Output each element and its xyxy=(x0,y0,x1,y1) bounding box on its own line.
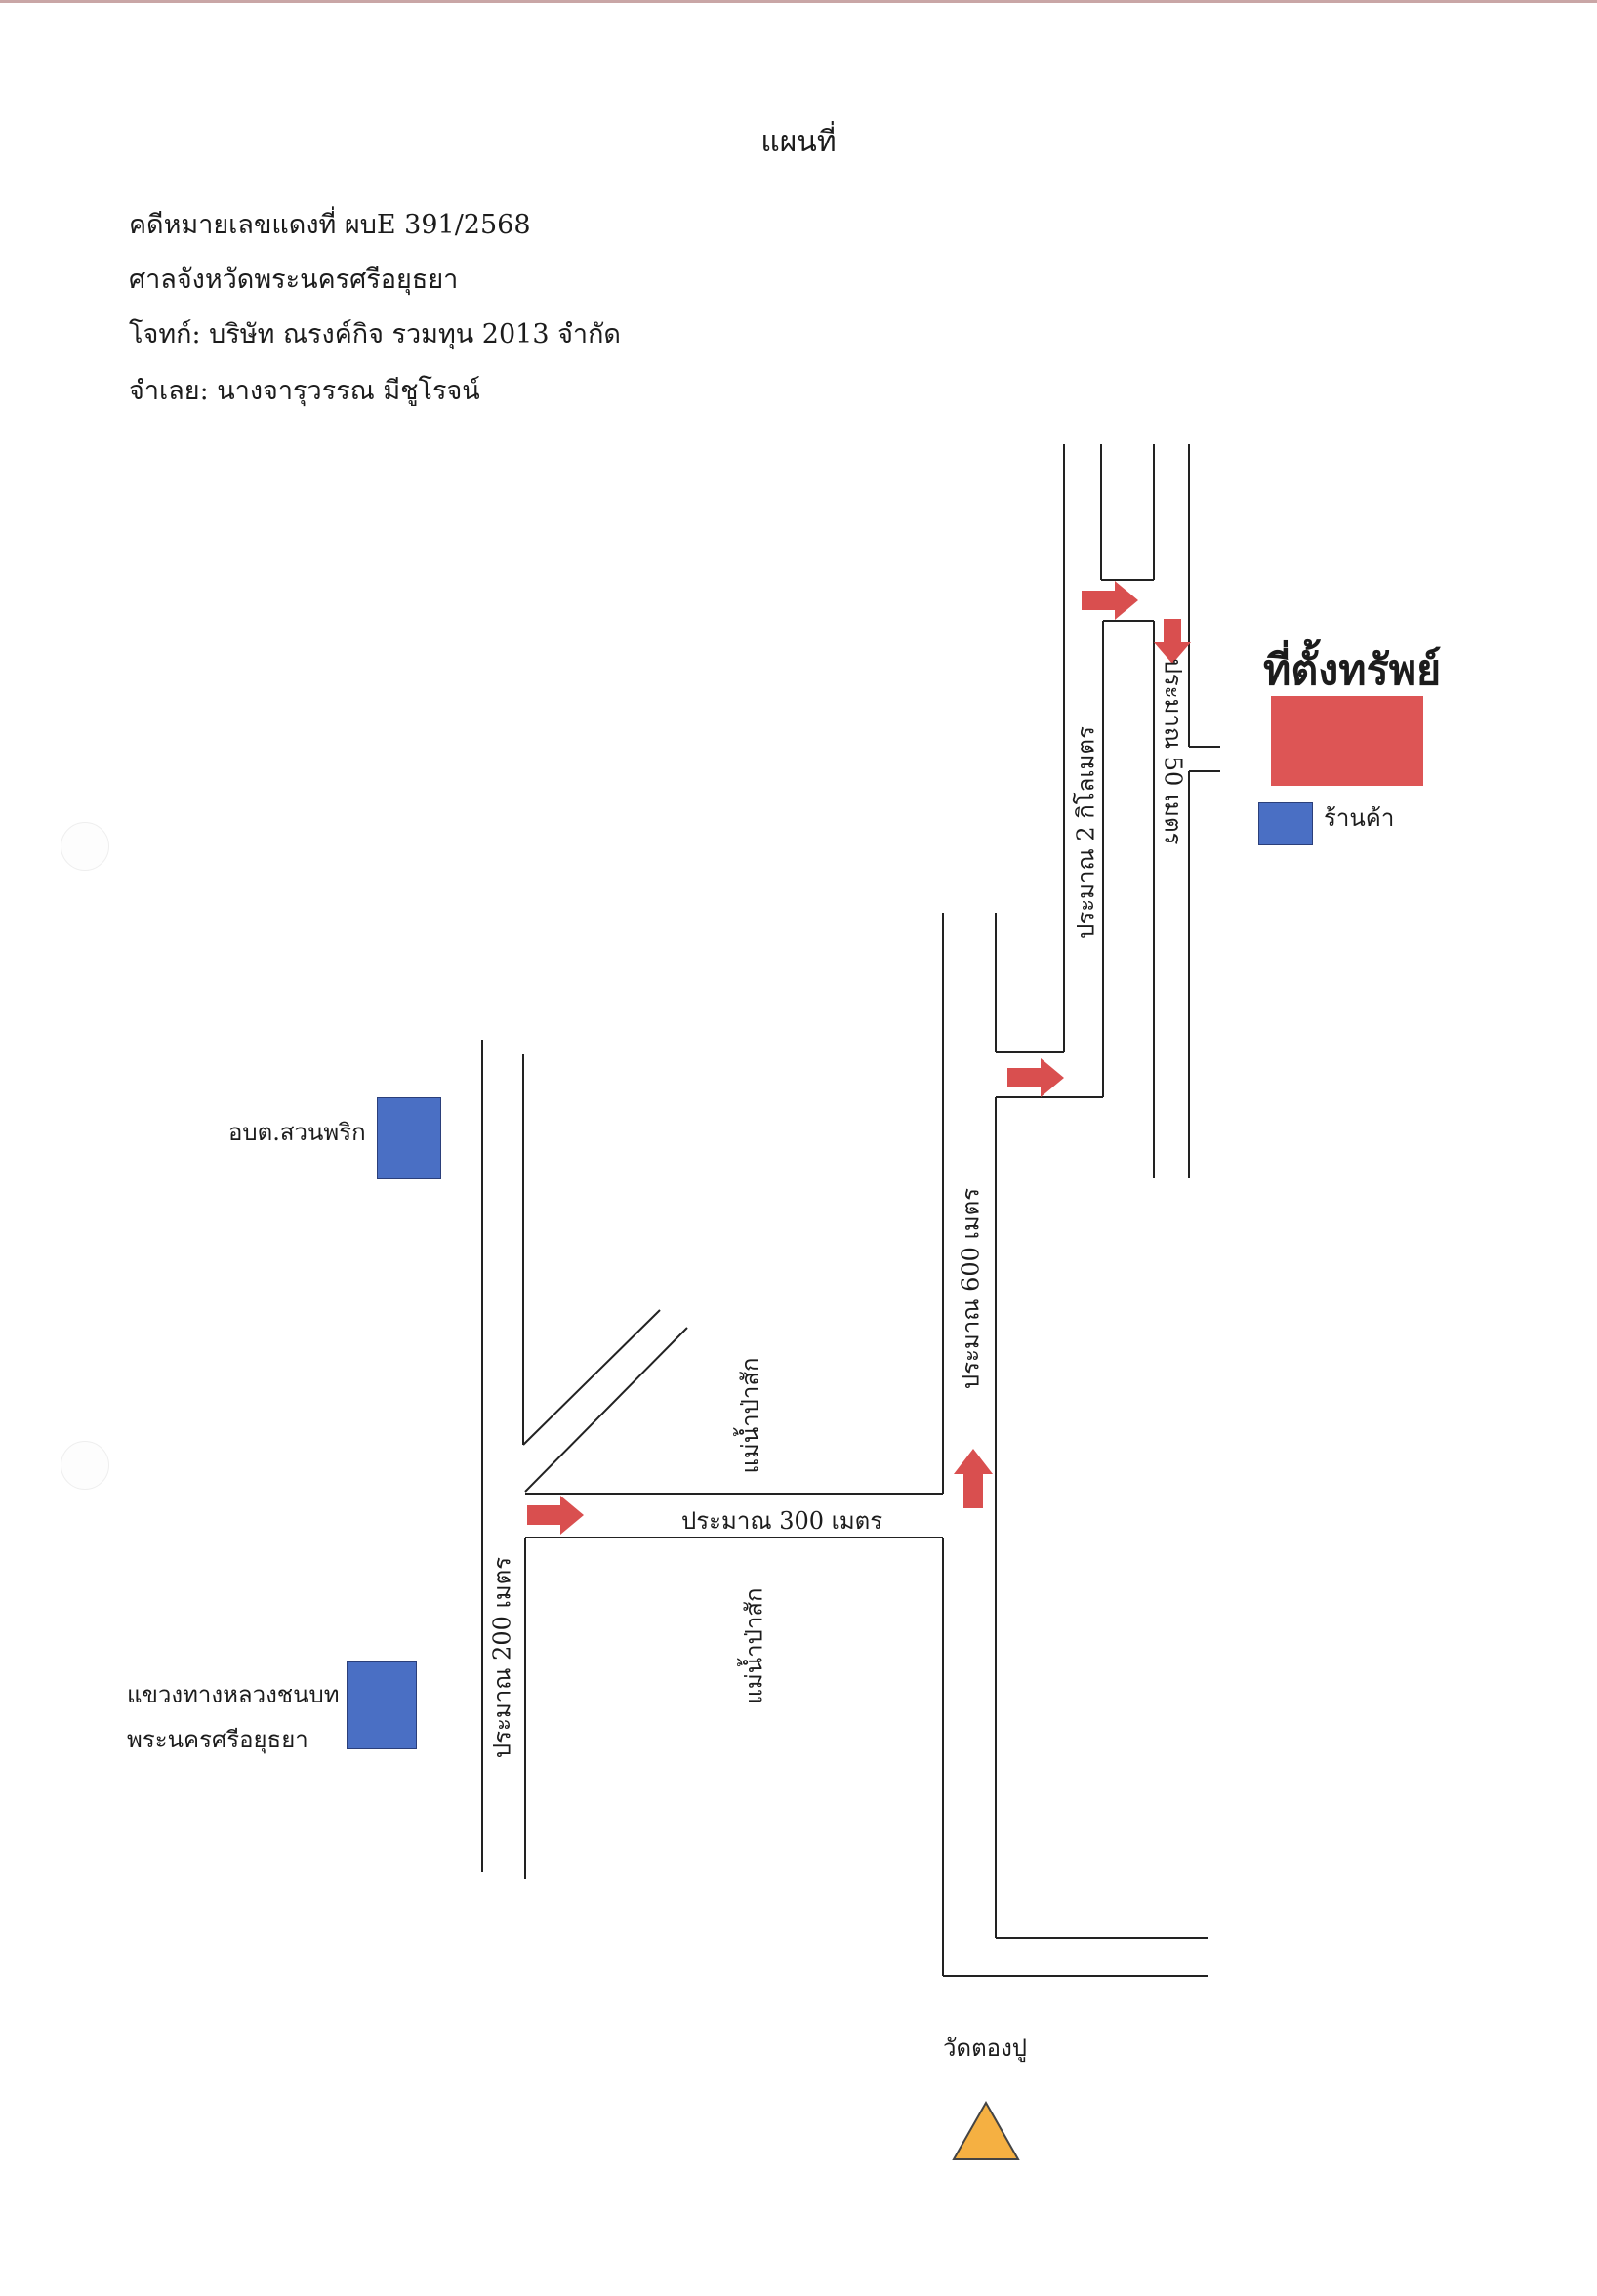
shop-label: ร้านค้า xyxy=(1324,804,1395,832)
road-line xyxy=(522,1309,661,1446)
sao-label: อบต.สวนพริก xyxy=(228,1119,366,1146)
arrow-up-icon xyxy=(954,1449,993,1508)
case-number: คดีหมายเลขแดงที่ ผบE 391/2568 xyxy=(129,210,531,240)
arrow-right-icon xyxy=(1082,581,1138,620)
distance-2km: ประมาณ 2 กิโลเมตร xyxy=(1072,726,1100,939)
page-title: แผนที่ xyxy=(760,125,837,159)
plaintiff: โจทก์: บริษัท ณรงค์กิจ รวมทุน 2013 จำกัด xyxy=(129,319,621,349)
shop-icon xyxy=(1258,802,1313,845)
property-label: ที่ตั้งทรัพย์ xyxy=(1263,646,1442,695)
arrow-down-icon xyxy=(1154,619,1191,664)
direction-arrows xyxy=(527,581,1191,1535)
road-line xyxy=(524,1327,688,1493)
defendant: จำเลย: นางจารุวรรณ มีชูโรจน์ xyxy=(129,376,480,406)
temple-label: วัดตองปู xyxy=(943,2034,1028,2062)
sao-icon xyxy=(377,1097,441,1179)
distance-200m: ประมาณ 200 เมตร xyxy=(488,1556,516,1759)
arrow-right-icon xyxy=(527,1496,584,1535)
roads xyxy=(481,444,1220,1977)
temple-icon xyxy=(952,2100,1020,2160)
arrow-right-icon xyxy=(1007,1058,1064,1097)
page-edge xyxy=(0,0,1597,3)
distance-50m: ประมาณ 50 เมตร xyxy=(1159,658,1187,845)
river-label: แม่น้ำป่าสัก xyxy=(736,1357,764,1474)
highway-office-label-line2: พระนครศรีอยุธยา xyxy=(127,1726,308,1753)
punch-hole xyxy=(61,1441,109,1490)
property-box xyxy=(1271,696,1423,786)
punch-hole xyxy=(61,822,109,871)
distance-600m: ประมาณ 600 เมตร xyxy=(957,1187,985,1390)
distance-300m: ประมาณ 300 เมตร xyxy=(681,1507,883,1535)
river-label: แม่น้ำป่าสัก xyxy=(740,1587,768,1704)
court-name: ศาลจังหวัดพระนครศรีอยุธยา xyxy=(129,265,459,295)
highway-office-icon xyxy=(347,1661,417,1749)
highway-office-label-line1: แขวงทางหลวงชนบท xyxy=(127,1681,340,1708)
